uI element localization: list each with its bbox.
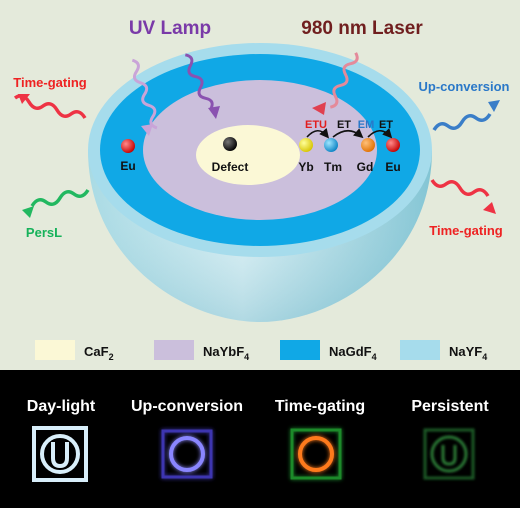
up-conversion-image (161, 429, 213, 479)
defect-label: Defect (212, 160, 249, 174)
transfer-arrow-etu (306, 128, 330, 139)
legend-label-caf2: CaF2 (84, 344, 114, 362)
gd-ion (361, 138, 375, 152)
laser-wave (312, 52, 359, 115)
transfer-et-label-1: ET (337, 119, 351, 131)
imaging-panel (0, 370, 520, 508)
panel-label-daylight: Day-light (26, 398, 96, 415)
defect-site (223, 137, 237, 151)
legend-swatch-nagdf4 (280, 340, 320, 360)
legend-label-naybf4: NaYbF4 (203, 344, 249, 362)
persistent-image (423, 428, 475, 480)
label-time-gating-right: Time-gating (429, 223, 502, 238)
legend-swatch-caf2 (35, 340, 75, 360)
legend-swatch-nayf4 (400, 340, 440, 360)
panel-label-persistent: Persistent (411, 398, 489, 415)
transfer-arrow-et2 (367, 128, 393, 139)
transfer-arrow-et1 (332, 128, 364, 139)
legend-label-nagdf4: NaGdF4 (329, 344, 377, 362)
legend: CaF2 NaYbF4 NaGdF4 NaYF4 (35, 340, 487, 362)
schematic-panel: UV Lamp 980 nm Laser Time-gating PersL U… (0, 0, 520, 370)
yb-label: Yb (298, 160, 313, 174)
transfer-em-label: EM (358, 119, 375, 131)
legend-label-nayf4: NaYF4 (449, 344, 487, 362)
legend-swatch-naybf4 (154, 340, 194, 360)
label-up-conversion: Up-conversion (418, 79, 509, 94)
emission-persl-left (22, 189, 90, 218)
transfer-et-label-2: ET (379, 119, 393, 131)
emission-time-gating-right (430, 179, 496, 214)
uv-wave-left (131, 58, 158, 136)
tm-ion (324, 138, 338, 152)
eu-left-label: Eu (120, 159, 135, 173)
yb-ion (299, 138, 313, 152)
eu-right-label: Eu (385, 160, 400, 174)
label-persl: PersL (26, 225, 62, 240)
uv-lamp-label: UV Lamp (129, 18, 211, 39)
schematic-svg: UV Lamp 980 nm Laser Time-gating PersL U… (13, 18, 509, 362)
emission-up-conversion-right (432, 100, 500, 131)
eu-ion-right (386, 138, 400, 152)
time-gating-image (290, 428, 342, 480)
imaging-svg (32, 426, 475, 482)
caf2-core-layer (196, 125, 300, 185)
daylight-image (32, 426, 88, 482)
eu-ion-left (121, 139, 135, 153)
transfer-etu-label: ETU (305, 119, 327, 131)
emission-time-gating-left (13, 94, 87, 119)
laser-label: 980 nm Laser (301, 18, 423, 39)
gd-label: Gd (357, 160, 374, 174)
tm-label: Tm (324, 160, 342, 174)
label-time-gating-left: Time-gating (13, 75, 86, 90)
panel-label-time-gating: Time-gating (274, 398, 366, 415)
uv-wave-right (184, 53, 220, 119)
panel-label-up-conversion: Up-conversion (130, 398, 243, 415)
